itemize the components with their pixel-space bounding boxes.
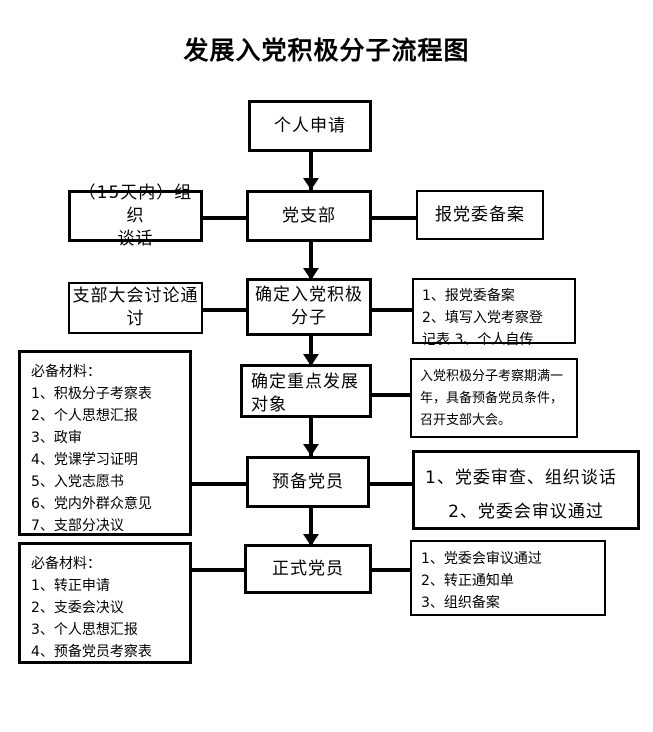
committee-review-item: 2、党委会审议通过 [448, 502, 604, 522]
materials-probation-item: 1、积极分子考察表 [31, 386, 152, 402]
page-title: 发展入党积极分子流程图 [183, 36, 470, 65]
arrow-apply-to-branch [303, 178, 319, 190]
node-probationary-member-label: 预备党员 [272, 471, 344, 492]
committee-review-item: 1、党委审查、组织谈话 [425, 468, 617, 488]
connector-materials2-to-member [192, 568, 248, 572]
materials-full-member-item: 3、个人思想汇报 [31, 622, 138, 638]
node-party-branch-label: 党支部 [282, 205, 336, 226]
connector-probation-to-review [370, 482, 414, 486]
connector-target-to-note [370, 393, 414, 397]
node-organization-talk-15days-label: （15天内）组织 谈话 [78, 182, 193, 249]
node-report-to-party-committee[interactable]: 报党委备案 [416, 190, 544, 240]
connector-branch-to-report [370, 216, 418, 220]
materials-probation-item: 3、政审 [31, 430, 82, 446]
materials-full-member-item: 1、转正申请 [31, 578, 110, 594]
node-inspection-note-text: 入党积极分子考察期满一年，具备预备党员条件，召开支部大会。 [420, 369, 564, 428]
materials-full-member-item: 2、支委会决议 [31, 600, 124, 616]
node-inspection-note[interactable]: 入党积极分子考察期满一年，具备预备党员条件，召开支部大会。 [410, 358, 578, 438]
materials-probation-item: 2、个人思想汇报 [31, 408, 138, 424]
connector-activist-to-followups [370, 308, 414, 312]
activist-followup-item: 记表 3、个人自传 [422, 332, 534, 348]
materials-probation-item: 7、支部分决议 [31, 518, 124, 534]
connector-apply-to-branch [309, 150, 313, 192]
node-probationary-member[interactable]: 预备党员 [246, 456, 370, 508]
node-branch-meeting-discussion[interactable]: 支部大会讨论通 讨 [68, 282, 203, 334]
node-party-branch[interactable]: 党支部 [246, 190, 372, 242]
materials-probation-item: 4、党课学习证明 [31, 452, 138, 468]
materials-full-member-heading: 必备材料： [31, 556, 101, 572]
node-full-member-steps[interactable]: 1、党委会审议通过 2、转正通知单 3、组织备案 [410, 540, 606, 616]
connector-discuss-to-activist [200, 308, 248, 312]
connector-target-to-probation [309, 418, 313, 464]
full-member-step-item: 2、转正通知单 [421, 573, 514, 589]
node-confirm-activist[interactable]: 确定入党积极 分子 [246, 278, 372, 336]
connector-branch-to-activist [309, 240, 313, 282]
connector-member-to-steps [370, 568, 414, 572]
node-materials-for-full-member[interactable]: 必备材料： 1、转正申请 2、支委会决议 3、个人思想汇报 4、预备党员考察表 [18, 542, 192, 664]
materials-probation-heading: 必备材料： [31, 364, 101, 380]
node-full-member-label: 正式党员 [272, 558, 344, 579]
arrow-probation-to-member [303, 534, 319, 546]
activist-followup-item: 2、填写入党考察登 [422, 310, 543, 326]
node-confirm-development-target-label: 确定重点发展 对象 [251, 372, 359, 415]
materials-full-member-item: 4、预备党员考察表 [31, 644, 152, 660]
activist-followup-item: 1、报党委备案 [422, 288, 515, 304]
node-report-to-party-committee-label: 报党委备案 [435, 204, 525, 225]
node-committee-review[interactable]: 1、党委审查、组织谈话 2、党委会审议通过 [412, 450, 640, 530]
arrow-branch-to-activist [303, 268, 319, 280]
node-confirm-activist-label: 确定入党积极 分子 [255, 285, 363, 328]
node-personal-application-label: 个人申请 [274, 115, 346, 136]
arrow-activist-to-target [303, 354, 319, 366]
connector-activist-to-target [309, 332, 313, 370]
node-organization-talk-15days[interactable]: （15天内）组织 谈话 [68, 183, 203, 249]
node-branch-meeting-discussion-label: 支部大会讨论通 讨 [72, 286, 199, 329]
node-confirm-development-target[interactable]: 确定重点发展 对象 [240, 364, 372, 418]
connector-materials-to-probation [192, 482, 248, 486]
node-personal-application[interactable]: 个人申请 [248, 100, 372, 152]
node-materials-for-probation[interactable]: 必备材料： 1、积极分子考察表 2、个人思想汇报 3、政审 4、党课学习证明 5… [18, 350, 192, 536]
node-full-member[interactable]: 正式党员 [244, 544, 372, 594]
materials-probation-item: 6、党内外群众意见 [31, 496, 152, 512]
full-member-step-item: 1、党委会审议通过 [421, 551, 542, 567]
arrow-target-to-probation [303, 444, 319, 456]
full-member-step-item: 3、组织备案 [421, 595, 500, 611]
materials-probation-item: 5、入党志愿书 [31, 474, 124, 490]
connector-talk-to-branch [200, 216, 248, 220]
node-activist-followups[interactable]: 1、报党委备案 2、填写入党考察登 记表 3、个人自传 [412, 278, 576, 348]
connector-probation-to-member [309, 508, 313, 550]
